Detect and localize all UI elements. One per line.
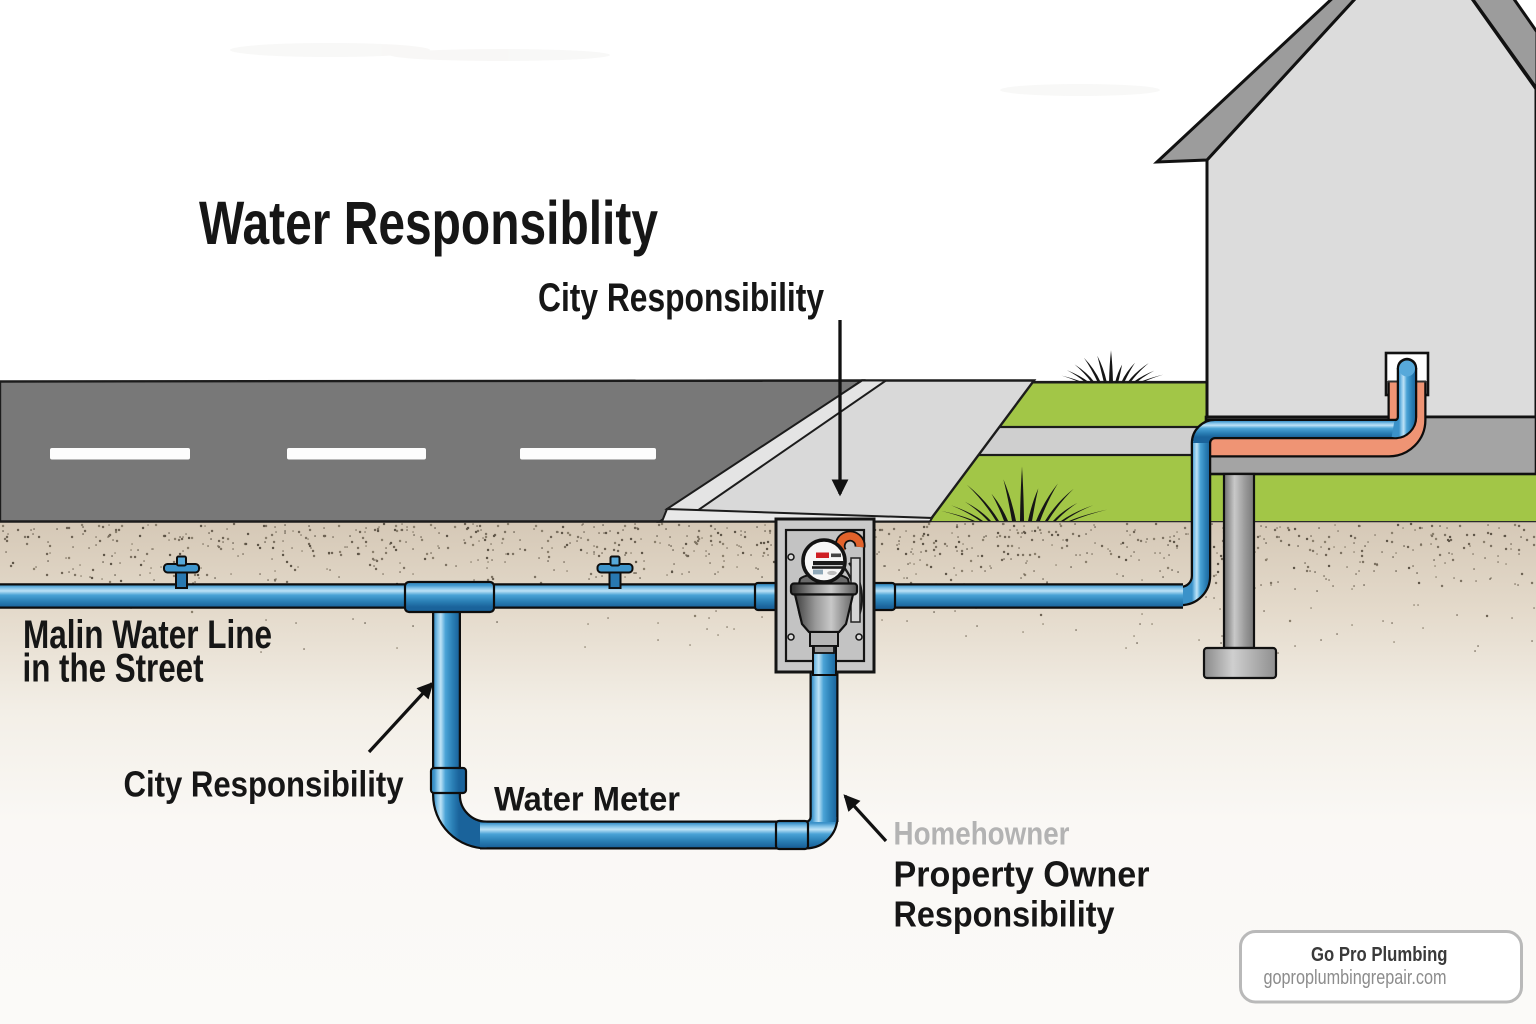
svg-text:City Responsibility: City Responsibility — [538, 276, 825, 320]
svg-text:Property Owner: Property Owner — [894, 854, 1150, 895]
svg-text:Water Responsiblity: Water Responsiblity — [199, 189, 658, 257]
svg-text:Water Meter: Water Meter — [494, 781, 680, 819]
svg-text:Malin Water Line: Malin Water Line — [23, 613, 272, 657]
svg-text:Homehowner: Homehowner — [894, 816, 1070, 852]
svg-text:in the Street: in the Street — [23, 647, 204, 691]
svg-text:Go Pro Plumbing: Go Pro Plumbing — [1311, 944, 1448, 966]
svg-text:goproplumbingrepair.com: goproplumbingrepair.com — [1264, 967, 1447, 989]
svg-text:City Responsibility: City Responsibility — [124, 764, 404, 805]
svg-text:Responsibility: Responsibility — [894, 894, 1115, 935]
